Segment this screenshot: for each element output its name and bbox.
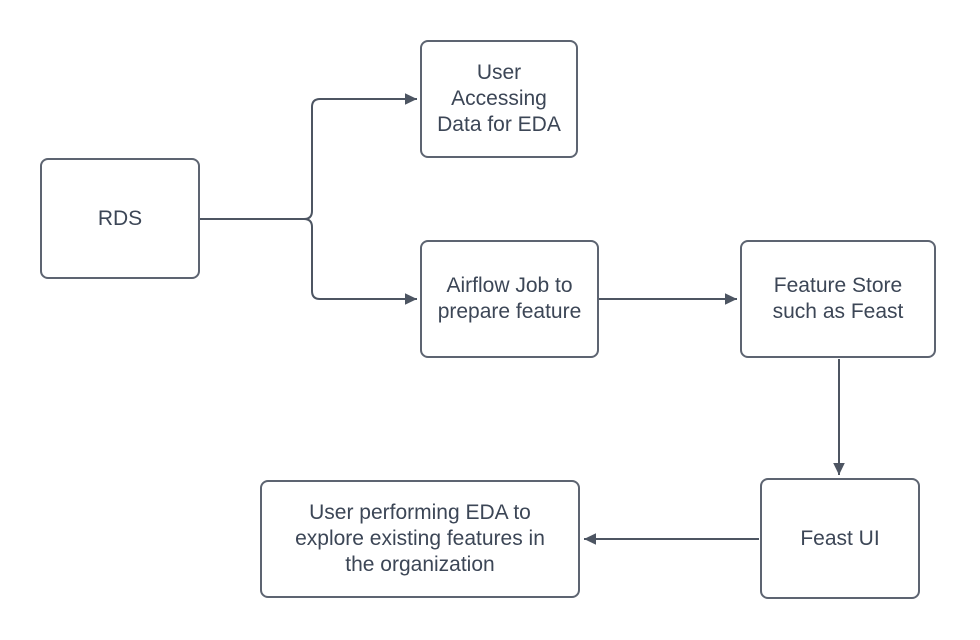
node-user-performing-eda: User performing EDA to explore existing … bbox=[260, 480, 580, 598]
node-user-accessing-data: User Accessing Data for EDA bbox=[420, 40, 578, 158]
node-feature-store: Feature Store such as Feast bbox=[740, 240, 936, 358]
node-user-performing-eda-label: User performing EDA to explore existing … bbox=[295, 501, 545, 576]
node-airflow-job: Airflow Job to prepare feature bbox=[420, 240, 599, 358]
node-feature-store-label: Feature Store such as Feast bbox=[772, 274, 904, 323]
edge-rds-to-airflow-job bbox=[200, 218, 417, 305]
node-airflow-job-label: Airflow Job to prepare feature bbox=[437, 274, 582, 323]
node-feast-ui-label: Feast UI bbox=[800, 526, 880, 550]
edge-rds-to-user-accessing-data bbox=[200, 93, 417, 220]
node-rds: RDS bbox=[40, 158, 200, 279]
node-feast-ui: Feast UI bbox=[760, 478, 920, 599]
node-rds-label: RDS bbox=[97, 206, 143, 230]
node-user-accessing-data-label: User Accessing Data for EDA bbox=[437, 61, 561, 136]
